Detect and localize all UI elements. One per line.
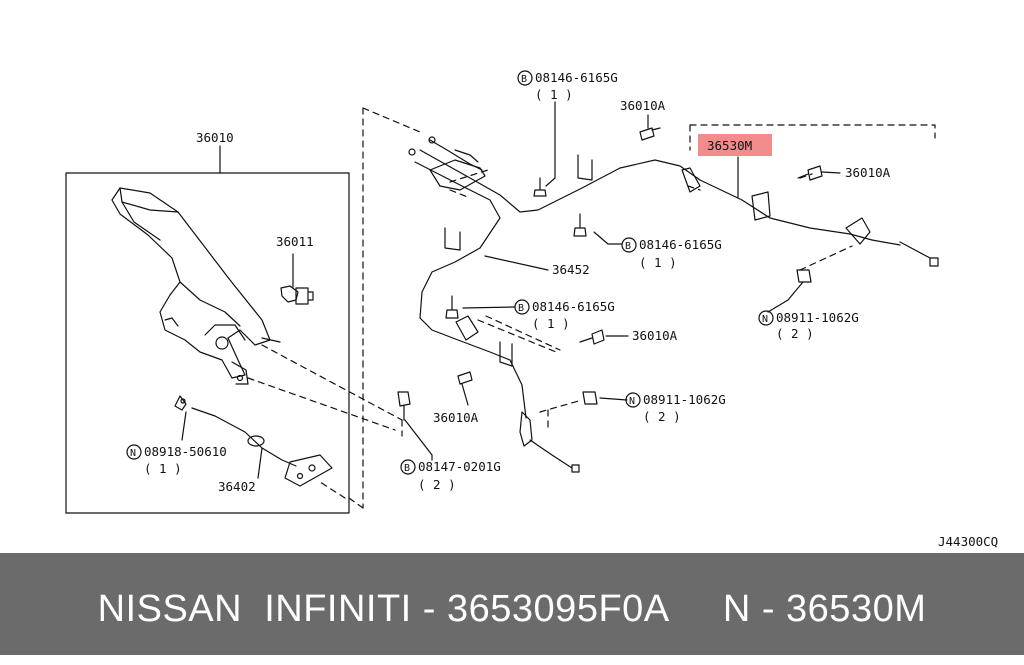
label-nut-low-qty: ( 2 ) (643, 409, 681, 424)
assembly-dashed-panel (247, 107, 936, 509)
label-36011: 36011 (276, 234, 314, 249)
label-bolt-bottom: 08147-0201G (418, 459, 501, 474)
label-bolt-top: 08146-6165G (535, 70, 618, 85)
label-bolt-mid: 08146-6165G (639, 237, 722, 252)
label-36530m: 36530M (707, 138, 752, 153)
lever-assembly-box (65, 172, 350, 514)
footer-bar: NISSAN INFINITI - 3653095F0A N - 36530M (0, 553, 1024, 655)
marker-n-right: N (762, 314, 768, 325)
marker-circles (126, 70, 774, 475)
highlight-36530m (698, 134, 772, 156)
label-nut-left-qty: ( 1 ) (144, 461, 182, 476)
label-nut-right: 08911-1062G (776, 310, 859, 325)
label-bolt-left: 08146-6165G (532, 299, 615, 314)
label-36402: 36402 (218, 479, 256, 494)
label-nut-left: 08918-50610 (144, 444, 227, 459)
part-36011-bracket (280, 261, 314, 305)
label-bolt-top-qty: ( 1 ) (535, 87, 573, 102)
label-36010a-top: 36010A (620, 98, 666, 113)
label-bolt-mid-qty: ( 1 ) (639, 255, 677, 270)
marker-b-left: B (518, 303, 524, 314)
marker-b-top: B (521, 74, 527, 85)
label-36010a-right: 36010A (845, 165, 891, 180)
marker-n-left: N (130, 448, 136, 459)
parking-brake-lever (111, 187, 281, 385)
diagram-code: J44300CQ (938, 534, 998, 549)
leader-lines (181, 101, 841, 479)
label-bolt-left-qty: ( 1 ) (532, 316, 570, 331)
label-36010a-mid: 36010A (632, 328, 678, 343)
marker-n-low: N (629, 396, 635, 407)
label-bolt-bottom-qty: ( 2 ) (418, 477, 456, 492)
label-36452: 36452 (552, 262, 590, 277)
marker-b-bottom: B (404, 463, 410, 474)
parts-diagram: 36010 36011 36402 36452 36530M 36010A 36… (65, 70, 998, 549)
label-36010: 36010 (196, 130, 234, 145)
label-36010a-low: 36010A (433, 410, 479, 425)
label-nut-low: 08911-1062G (643, 392, 726, 407)
label-nut-right-qty: ( 2 ) (776, 326, 814, 341)
marker-b-mid: B (625, 241, 631, 252)
front-cable-36402 (174, 395, 333, 487)
fasteners (180, 127, 823, 421)
footer-part-number: NISSAN INFINITI - 3653095F0A N - 36530M (97, 588, 927, 630)
main-cable-36452 (408, 136, 939, 473)
